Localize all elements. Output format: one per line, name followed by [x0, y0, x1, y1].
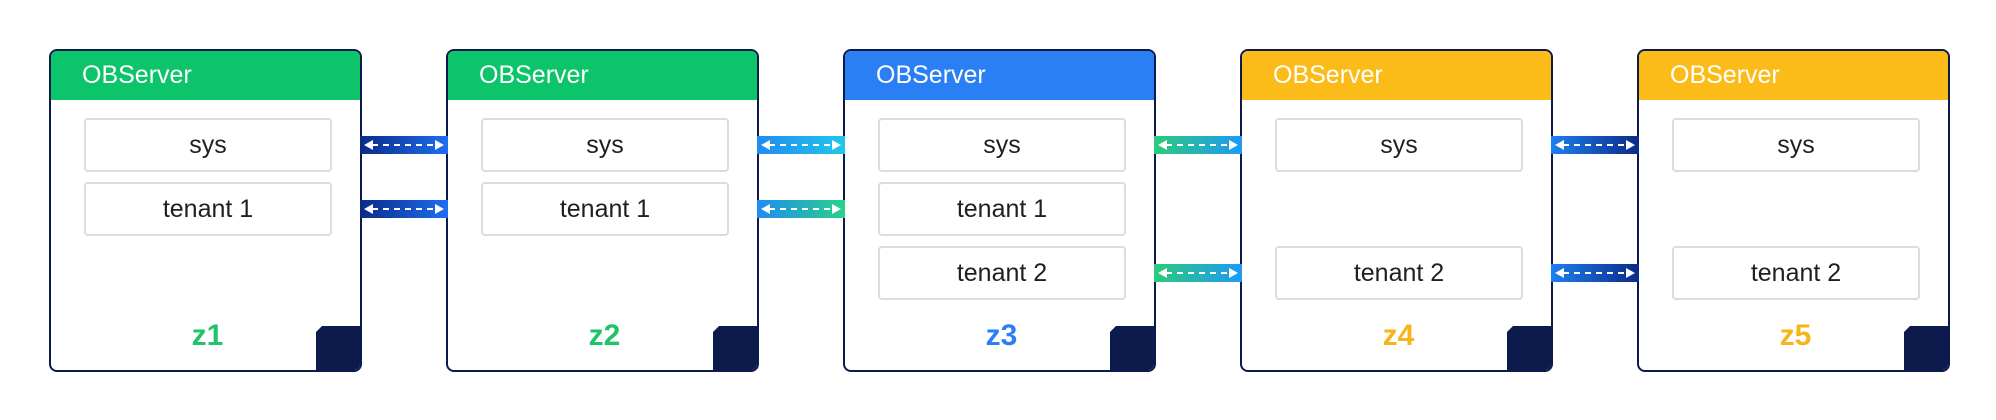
replication-link — [757, 136, 845, 154]
server-header: OBServer — [1639, 51, 1948, 100]
tenant1-replica: tenant 1 — [878, 182, 1126, 236]
sys-replica: sys — [84, 118, 332, 172]
replication-link — [1154, 136, 1242, 154]
tenant2-replica: tenant 2 — [1672, 246, 1920, 300]
replication-link — [757, 200, 845, 218]
sys-replica: sys — [1275, 118, 1523, 172]
tenant1-replica: tenant 1 — [481, 182, 729, 236]
server-z1: OBServer sys tenant 1 z1 — [49, 49, 362, 372]
server-z3: OBServer sys tenant 1 tenant 2 z3 — [843, 49, 1156, 372]
zone-label: z5 — [1779, 319, 1812, 352]
tenant2-replica: tenant 2 — [878, 246, 1126, 300]
zone-label: z4 — [1382, 319, 1415, 352]
replication-link — [1551, 136, 1639, 154]
zone-label: z1 — [191, 319, 224, 352]
server-header: OBServer — [845, 51, 1154, 100]
tenant1-replica: tenant 1 — [84, 182, 332, 236]
server-z2: OBServer sys tenant 1 z2 — [446, 49, 759, 372]
replication-link — [360, 136, 448, 154]
server-header: OBServer — [1242, 51, 1551, 100]
sys-replica: sys — [878, 118, 1126, 172]
sys-replica: sys — [1672, 118, 1920, 172]
tenant2-replica: tenant 2 — [1275, 246, 1523, 300]
zone-label: z2 — [588, 319, 621, 352]
server-header: OBServer — [448, 51, 757, 100]
replication-link — [360, 200, 448, 218]
zone-label: z3 — [985, 319, 1018, 352]
server-z4: OBServer sys tenant 2 z4 — [1240, 49, 1553, 372]
server-z5: OBServer sys tenant 2 z5 — [1637, 49, 1950, 372]
sys-replica: sys — [481, 118, 729, 172]
replication-link — [1551, 264, 1639, 282]
replication-link — [1154, 264, 1242, 282]
server-header: OBServer — [51, 51, 360, 100]
